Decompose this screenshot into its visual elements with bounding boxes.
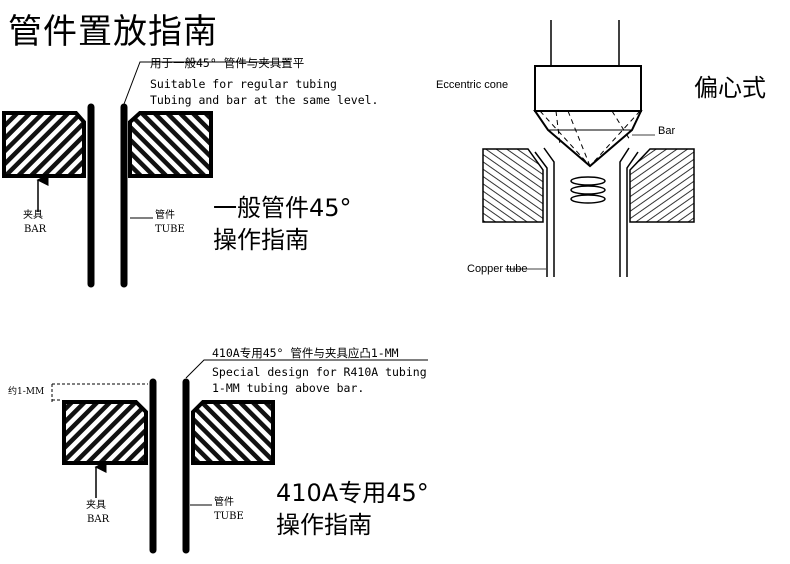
copper-tube-label: Copper tube — [467, 263, 528, 275]
note-regular-en1: Suitable for regular tubing — [150, 77, 337, 91]
bar-label-cn-410a: 夹具 — [86, 500, 106, 511]
heading-410a-2: 操作指南 — [276, 511, 372, 539]
note-410a-en2: 1-MM tubing above bar. — [212, 381, 365, 395]
left-bar-block-410a — [62, 400, 148, 465]
note-regular-en2: Tubing and bar at the same level. — [150, 93, 379, 107]
left-bar-block — [2, 111, 86, 178]
note-410a-en1: Special design for R410A tubing — [212, 365, 427, 379]
tube-label-en: TUBE — [155, 224, 185, 235]
offset-label: 约1-MM — [8, 387, 45, 397]
heading-regular-2: 操作指南 — [213, 226, 309, 254]
heading-eccentric: 偏心式 — [694, 74, 766, 102]
page-title: 管件置放指南 — [8, 12, 218, 52]
right-bar-block-410a — [191, 400, 275, 465]
tube-label-cn: 管件 — [155, 210, 175, 221]
eccentric-cone-body — [534, 65, 642, 112]
right-bar-block — [128, 111, 213, 178]
tube-label-cn-410a: 管件 — [214, 497, 234, 508]
tube-label-en-410a: TUBE — [214, 511, 244, 522]
heading-regular-1: 一般管件45° — [213, 194, 352, 222]
note-regular-cn: 用于一般45° 管件与夹具置平 — [150, 56, 305, 70]
bar-label-en-410a: BAR — [87, 514, 110, 525]
eccentric-right-bar — [629, 148, 695, 223]
bar-label-en: BAR — [24, 224, 47, 235]
eccentric-left-bar — [482, 148, 544, 223]
note-410a-cn: 410A专用45° 管件与夹具应凸1-MM — [212, 346, 399, 360]
spring — [570, 176, 606, 204]
eccentric-cone-label: Eccentric cone — [436, 79, 509, 91]
eccentric-cone-tip — [533, 110, 643, 168]
bar-label-cn: 夹具 — [23, 210, 43, 221]
bar-label-eccentric: Bar — [658, 125, 676, 137]
heading-410a-1: 410A专用45° — [276, 479, 429, 507]
